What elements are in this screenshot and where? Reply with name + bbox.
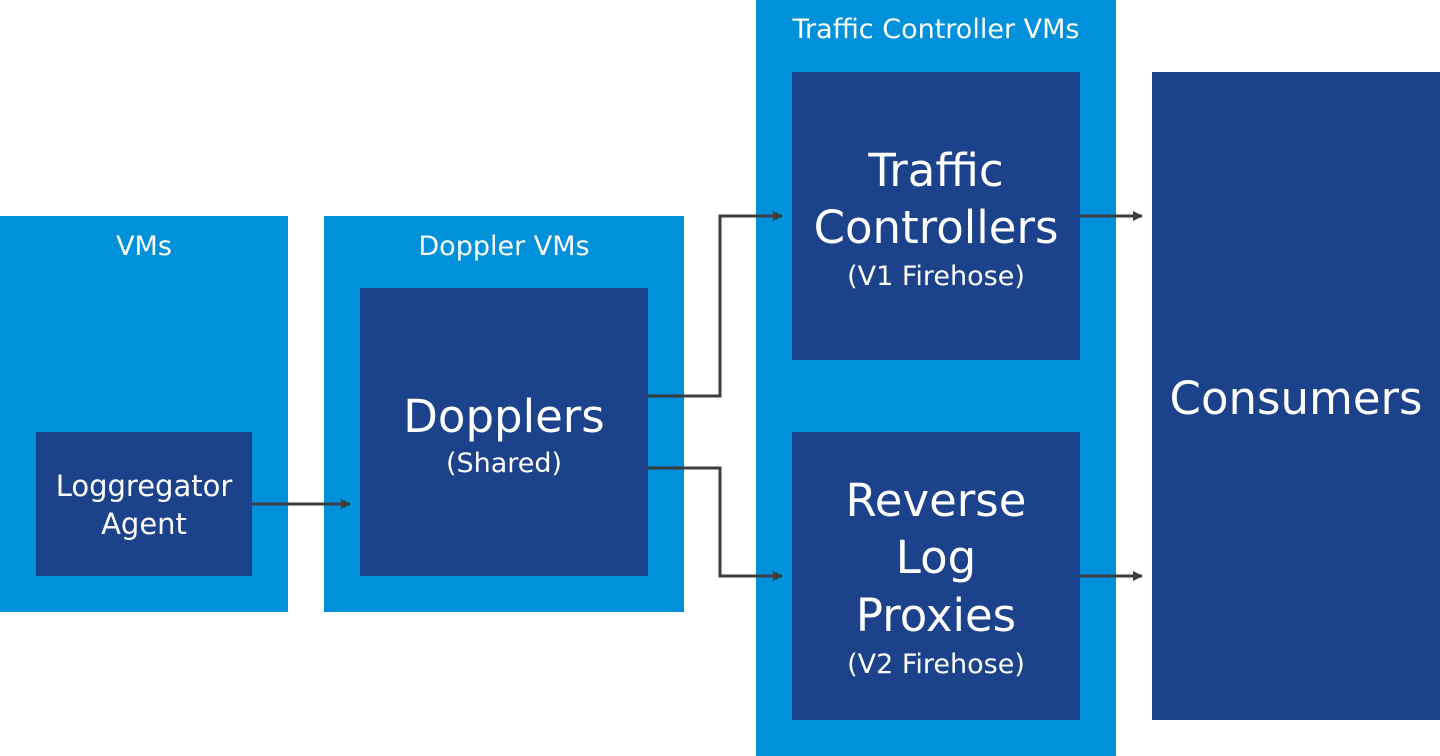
dopplers-sublabel: (Shared): [445, 448, 563, 479]
reverse-log-proxies-sublabel: (V2 Firehose): [847, 649, 1025, 680]
consumers-label: Consumers: [1169, 372, 1423, 425]
arrow-dopplers-to-reverse-log-proxies: [648, 466, 783, 581]
doppler-vms-group: Doppler VMs Dopplers (Shared): [324, 216, 684, 612]
traffic-controllers-label-line1: Traffic: [868, 144, 1004, 197]
consumers-box: Consumers: [1152, 72, 1440, 720]
reverse-log-proxies-box: Reverse Log Proxies (V2 Firehose): [792, 432, 1080, 720]
dopplers-box: Dopplers (Shared): [360, 288, 648, 576]
traffic-controllers-sublabel: (V1 Firehose): [847, 261, 1025, 292]
reverse-log-proxies-label-line3: Proxies: [855, 589, 1017, 642]
reverse-log-proxies-label-line1: Reverse: [845, 474, 1027, 527]
traffic-controllers-box: Traffic Controllers (V1 Firehose): [792, 72, 1080, 360]
traffic-controller-vms-group: Traffic Controller VMs Traffic Controlle…: [756, 0, 1116, 756]
doppler-vms-group-title: Doppler VMs: [418, 231, 590, 262]
traffic-controllers-label-line2: Controllers: [813, 201, 1059, 254]
loggregator-agent-box: Loggregator Agent: [36, 432, 252, 576]
agent-label-line1: Loggregator: [55, 469, 233, 503]
vms-group-title: VMs: [116, 231, 172, 262]
vms-group: VMs Loggregator Agent: [0, 216, 288, 612]
dopplers-label: Dopplers: [403, 390, 605, 443]
arrow-dopplers-to-traffic-controllers: [648, 211, 783, 398]
traffic-controller-vms-group-title: Traffic Controller VMs: [792, 14, 1080, 45]
reverse-log-proxies-label-line2: Log: [895, 531, 977, 584]
agent-label-line2: Agent: [101, 507, 187, 541]
